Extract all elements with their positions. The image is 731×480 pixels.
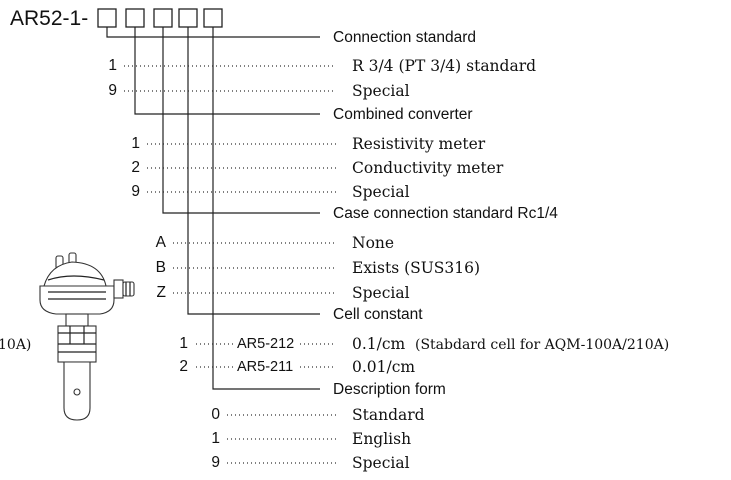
- option-text: English: [352, 430, 411, 448]
- option-text: Special: [352, 82, 410, 100]
- head-cap: [43, 261, 107, 287]
- group-title-description-form: Description form: [333, 381, 446, 398]
- option-text: R 3/4 (PT 3/4) standard: [352, 57, 536, 75]
- option-code: 1: [179, 335, 188, 352]
- option-code: 1: [108, 57, 117, 74]
- stem-hole: [73, 388, 81, 396]
- left-label-fragment: 10A): [0, 337, 31, 353]
- code-box-1: [97, 8, 117, 28]
- side-gland: [113, 279, 124, 299]
- option-code: 0: [211, 406, 220, 423]
- connector-cell-constant: [187, 27, 320, 315]
- group-title-cell-constant: Cell constant: [333, 306, 423, 323]
- option-text: None: [352, 234, 394, 252]
- code-box-2: [125, 8, 145, 28]
- connector-connection-standard: [106, 27, 320, 38]
- option-code: 1: [131, 135, 140, 152]
- group-title-combined-converter: Combined converter: [333, 106, 473, 123]
- part-number: AR5-211: [237, 359, 293, 375]
- option-code: B: [156, 259, 166, 276]
- option-code: 9: [211, 454, 220, 471]
- option-code: 9: [131, 183, 140, 200]
- option-text: Exists (SUS316): [352, 259, 480, 277]
- connector-lines: [106, 27, 320, 390]
- option-code: 9: [108, 82, 117, 99]
- option-text: 0.1/cm: [352, 335, 406, 353]
- connector-case-connection: [162, 27, 320, 214]
- option-note: (Stabdard cell for AQM-100A/210A): [415, 337, 669, 353]
- option-text: Resistivity meter: [352, 135, 486, 153]
- option-code: 2: [179, 358, 188, 375]
- group-title-connection-standard: Connection standard: [333, 29, 476, 46]
- option-text: Special: [352, 454, 410, 472]
- group-title-case-connection: Case connection standard Rc1/4: [333, 205, 558, 222]
- part-number: AR5-212: [237, 336, 294, 352]
- model-prefix: AR52-1-: [10, 7, 88, 30]
- code-box-5: [203, 8, 223, 28]
- neck: [65, 313, 89, 327]
- option-text: Special: [352, 183, 410, 201]
- option-code: A: [156, 234, 167, 251]
- code-box-4: [178, 8, 198, 28]
- option-text: Conductivity meter: [352, 159, 504, 177]
- code-box-3: [153, 8, 173, 28]
- option-code: Z: [157, 284, 166, 301]
- option-code: 2: [131, 159, 140, 176]
- head-body: [39, 285, 115, 315]
- sensor-illustration: [39, 252, 135, 421]
- option-text: Special: [352, 284, 410, 302]
- connector-description-form: [212, 27, 320, 390]
- option-code: 1: [211, 430, 220, 447]
- option-text: Standard: [352, 406, 425, 424]
- connector-combined-converter: [134, 27, 320, 115]
- gland-nut: [122, 281, 135, 297]
- option-text: 0.01/cm: [352, 358, 415, 376]
